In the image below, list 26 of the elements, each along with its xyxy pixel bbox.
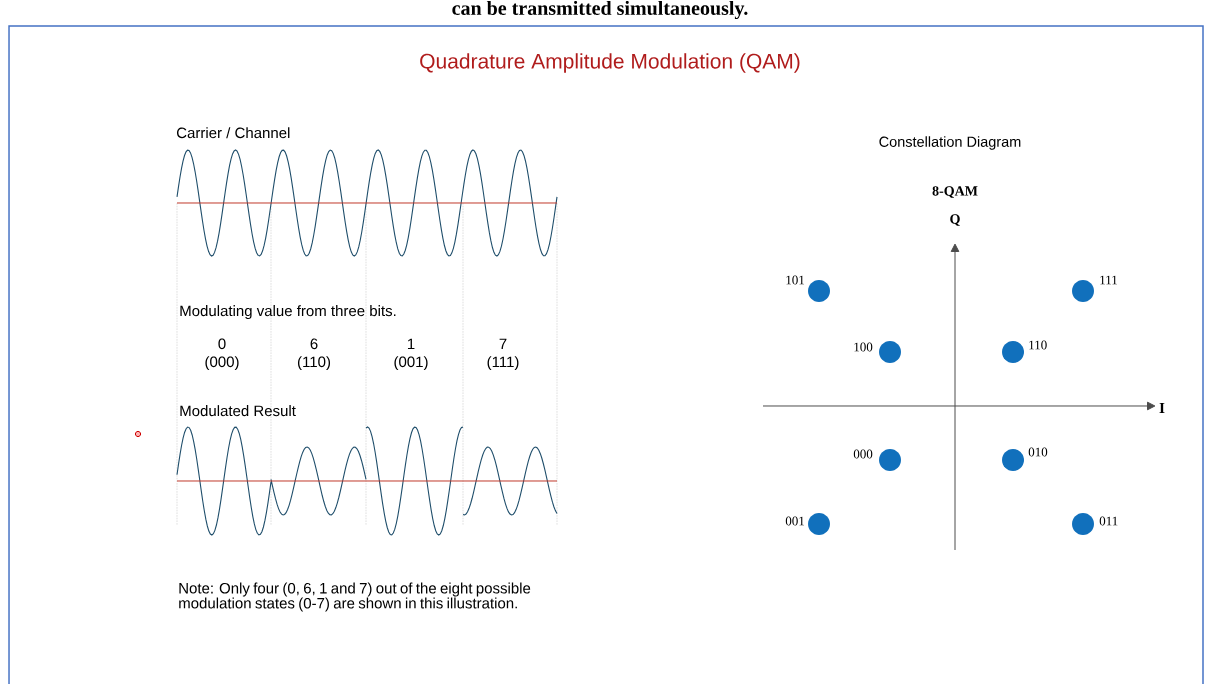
point-label: 111 xyxy=(1100,275,1117,285)
note-text: Note: Only four (0, 6, 1 and 7) out of the eight possible modulation states (0-7) are shown in this illustration. xyxy=(179,582,531,612)
value-label: 7 xyxy=(499,338,507,349)
panel-label: Carrier / Channel xyxy=(177,127,290,139)
point-label: 010 xyxy=(1028,447,1048,457)
title: Quadrature Amplitude Modulation (QAM) xyxy=(420,53,800,73)
point-label: 100 xyxy=(854,342,873,352)
panel-label: Constellation Diagram xyxy=(879,136,1021,150)
axis-label: I xyxy=(1159,403,1165,413)
bits-label: (001) xyxy=(394,356,428,371)
value-label: 6 xyxy=(310,338,318,350)
point-label: 001 xyxy=(785,516,805,526)
point-label: 011 xyxy=(1099,516,1118,526)
value-label: 0 xyxy=(218,338,226,350)
axis-label: 8-QAM xyxy=(932,186,978,198)
panel-label: Modulated Result xyxy=(180,405,296,417)
bits-label: (110) xyxy=(298,356,330,371)
heading-text: can be transmitted simultaneously. xyxy=(452,0,748,20)
bits-label: (000) xyxy=(205,356,239,371)
value-label: 1 xyxy=(408,338,415,349)
axis-label: Q xyxy=(950,214,960,226)
point-label: 101 xyxy=(786,275,805,285)
point-label: 110 xyxy=(1029,340,1047,350)
panel-label: Modulating value from three bits. xyxy=(180,305,396,320)
point-label: 000 xyxy=(853,449,873,459)
bits-label: (111) xyxy=(487,356,519,371)
